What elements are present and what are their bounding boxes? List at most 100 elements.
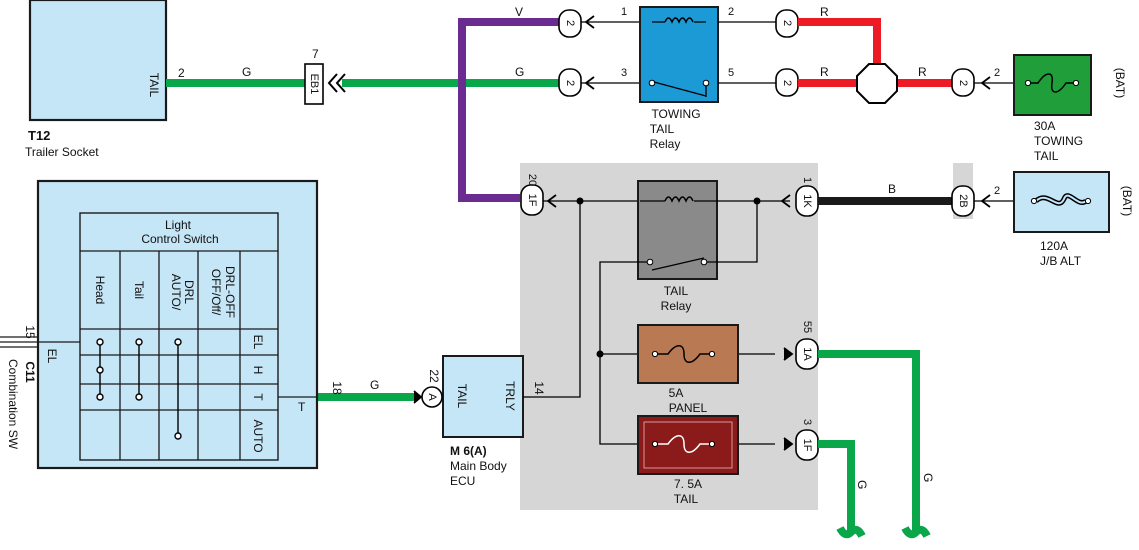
- towing-relay-coil: [664, 17, 694, 24]
- connector-relay-pin2: 2: [775, 9, 799, 38]
- fuse-panel-terminal-b: [708, 350, 716, 358]
- connector-eb1-arrows: [327, 73, 346, 93]
- switch-row-el: EL: [251, 335, 265, 350]
- fuse-tail-rating: 7. 5A: [674, 477, 702, 491]
- main-body-ecu: TAIL TRLY 14 22 M 6(A) Main Body ECU: [427, 355, 546, 488]
- connector-1k-pin: 1: [801, 177, 813, 183]
- connector-relay-pin5-label: 2: [781, 80, 793, 86]
- alt-fuse-arrow: [980, 194, 991, 208]
- tail-relay-contact-b: [700, 258, 708, 266]
- combination-switch: Light Control Switch Head Tail AUTO/ DRL…: [36, 179, 319, 470]
- fuse-tail-element: [655, 435, 712, 453]
- connector-1f-20-body: [520, 184, 544, 216]
- trailer-socket: TAIL 2 T12 Trailer Socket: [25, 0, 185, 159]
- fuse-alt-terminal-a: [1030, 197, 1038, 205]
- towing-relay-pin1-number: 1: [621, 6, 627, 18]
- wire-label-g-panel: G: [921, 473, 935, 482]
- towing-relay-line1: TOWING: [651, 107, 700, 121]
- connector-relay-pin3: 2: [558, 68, 582, 97]
- ecu-pin14: 14: [532, 381, 546, 395]
- switch-contact-auto-el: [174, 338, 182, 346]
- towing-relay-line2: TAIL: [650, 122, 675, 136]
- junction-dot-relay: [753, 197, 761, 205]
- wire-label-r-2: R: [820, 65, 829, 79]
- connector-2b-label: 2B: [957, 194, 969, 207]
- connector-2b: 2B: [951, 185, 975, 217]
- switch-col-auto-1: AUTO/: [169, 274, 183, 311]
- fuse-towing-rating: 30A: [1034, 119, 1055, 133]
- switch-contact-tail-t: [135, 393, 143, 401]
- towing-relay-contact-a: [648, 79, 656, 87]
- fuse-towing-tail: (BAT) 30A TOWING TAIL: [1013, 54, 1127, 163]
- connector-relay-pin5: 2: [775, 68, 799, 97]
- connector-eb1-label: EB1: [308, 74, 320, 95]
- connector-1f-20-arrow: [546, 194, 557, 208]
- ecu-pin-trly-label: TRLY: [503, 381, 517, 411]
- light-switch-title-1: Light: [165, 218, 192, 232]
- tail-relay-line2: Relay: [661, 299, 692, 313]
- combination-switch-pin-number: 15: [23, 325, 37, 339]
- connector-1f-3: 1F 3: [795, 419, 819, 461]
- wire-red-pin2: [798, 18, 881, 65]
- switch-col-off-2: DRL-OFF: [223, 266, 237, 318]
- connector-1f-20-pin: 20: [526, 174, 538, 186]
- tail-relay-line1: TAIL: [664, 284, 689, 298]
- light-switch-title-2: Control Switch: [141, 232, 218, 246]
- fuse-towing-source: (BAT): [1113, 68, 1127, 98]
- junction-dot-coil: [576, 197, 584, 205]
- towing-relay-pin2-number: 2: [728, 6, 734, 18]
- connector-1f-20-label: 1F: [526, 194, 538, 207]
- switch-col-off-1: OFF/Off/: [209, 269, 223, 316]
- connector-1f-20: 1F 20: [520, 174, 544, 216]
- switch-contact-head-el: [96, 338, 104, 346]
- tail-relay-coil: [664, 196, 694, 203]
- wire-green-panel-break: [901, 525, 931, 539]
- connector-1a-55-pin: 55: [801, 321, 813, 333]
- trailer-socket-pin-number: 2: [178, 66, 185, 80]
- ecu-pin22: 22: [427, 369, 441, 383]
- connector-towing-fuse: 2: [951, 68, 975, 97]
- fuse-tail-inner-frame: [643, 421, 733, 469]
- fuse-towing-line1: TOWING: [1034, 134, 1083, 148]
- towing-relay-switch-blade: [653, 81, 707, 97]
- fuse-towing-line2: TAIL: [1034, 149, 1059, 163]
- trailer-socket-code: T12: [28, 128, 50, 143]
- wire-label-r-1: R: [820, 5, 829, 19]
- trailer-socket-name: Trailer Socket: [25, 145, 99, 159]
- wire-green-panel-out: [818, 350, 920, 532]
- junction-dot-bus: [596, 350, 604, 358]
- fuse-panel-terminal-a: [651, 350, 659, 358]
- wire-green-tail-out: [818, 440, 855, 532]
- trailer-socket-pin-label: TAIL: [147, 73, 161, 98]
- fuse-towing-pin: 2: [994, 67, 1000, 79]
- connector-eb1-pin: 7: [312, 47, 319, 61]
- connector-1f-3-label: 1F: [801, 439, 813, 452]
- connector-ecu-a-label: A: [426, 393, 438, 401]
- switch-col-tail: Tail: [132, 281, 146, 299]
- fuse-panel-element: [655, 345, 712, 363]
- connector-towing-fuse-label: 2: [957, 80, 969, 86]
- fuse-towing-box: [1013, 54, 1092, 116]
- switch-output-t: T: [298, 400, 306, 414]
- wire-label-g-1: G: [242, 65, 251, 79]
- fuse-towing-terminal-b: [1072, 79, 1080, 87]
- fuse-alt-rating: 120A: [1040, 239, 1068, 253]
- towing-relay-line3: Relay: [650, 137, 681, 151]
- towing-relay-pin3-number: 3: [621, 67, 627, 79]
- splice-junction: [856, 63, 898, 104]
- switch-col-head: Head: [93, 276, 107, 305]
- combination-switch-name: Combination SW: [6, 359, 20, 450]
- connector-relay-pin2-label: 2: [781, 20, 793, 26]
- fuse-jb-alt: (BAT) 120A J/B ALT: [1013, 171, 1134, 268]
- panel-out-arrow: [783, 347, 794, 361]
- switch-row-h: H: [251, 366, 265, 375]
- switch-contact-tail-el: [135, 338, 143, 346]
- combination-switch-pin-label: EL: [45, 349, 59, 364]
- wire-green-tail-break: [836, 525, 866, 539]
- tail-relay-contact-a: [646, 258, 654, 266]
- towing-tail-relay: TOWING TAIL Relay: [639, 6, 719, 151]
- fuse-towing-terminal-a: [1024, 79, 1032, 87]
- connector-ecu-a: A: [421, 386, 443, 408]
- wire-pin-18: 18: [330, 381, 344, 395]
